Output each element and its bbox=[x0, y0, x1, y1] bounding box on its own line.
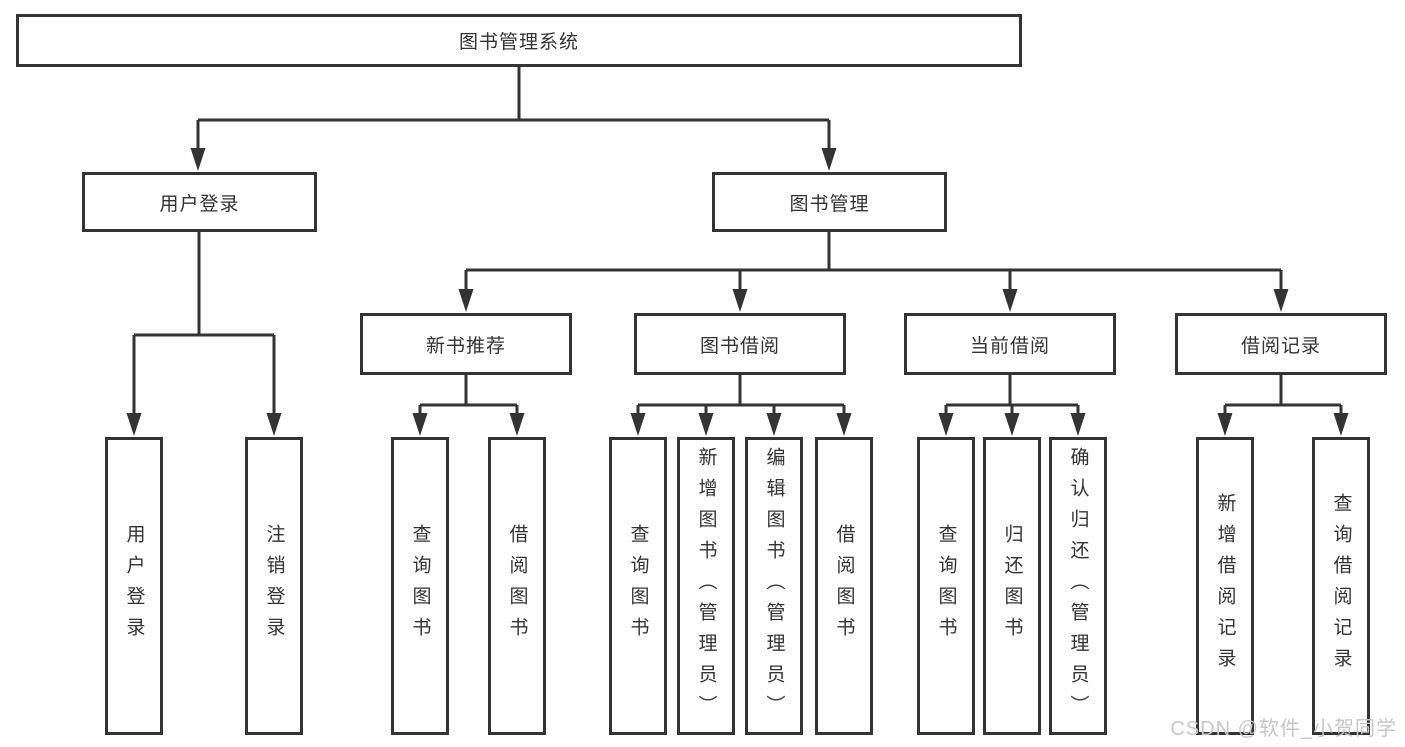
node-user-login-label: 用户登录 bbox=[159, 193, 240, 215]
leaf-borrowing-add-book: 新增图书（管理员） bbox=[677, 437, 735, 735]
node-borrowing-records-label: 借阅记录 bbox=[1240, 335, 1321, 357]
node-user-login: 用户登录 bbox=[82, 172, 317, 232]
leaf-current-confirm-return-label: 确认归还（管理员） bbox=[1067, 446, 1089, 726]
leaf-borrowing-query-book: 查询图书 bbox=[609, 437, 667, 735]
node-current-borrowing: 当前借阅 bbox=[904, 313, 1116, 375]
leaf-logout: 注销登录 bbox=[245, 437, 303, 735]
leaf-borrowing-query-book-label: 查询图书 bbox=[627, 524, 649, 648]
leaf-newbook-borrow-book-label: 借阅图书 bbox=[506, 524, 528, 648]
node-book-management-label: 图书管理 bbox=[789, 193, 870, 215]
leaf-current-return-book: 归还图书 bbox=[983, 437, 1041, 735]
leaf-user-login-label: 用户登录 bbox=[123, 524, 145, 648]
leaf-user-login: 用户登录 bbox=[105, 437, 163, 735]
leaf-borrowing-borrow-book-label: 借阅图书 bbox=[833, 524, 855, 648]
node-new-book-recommend: 新书推荐 bbox=[360, 313, 572, 375]
leaf-newbook-query-book: 查询图书 bbox=[391, 437, 449, 735]
leaf-newbook-borrow-book: 借阅图书 bbox=[488, 437, 546, 735]
leaf-current-confirm-return: 确认归还（管理员） bbox=[1049, 437, 1107, 735]
leaf-current-query-book-label: 查询图书 bbox=[935, 524, 957, 648]
node-book-borrowing-label: 图书借阅 bbox=[699, 335, 780, 357]
leaf-current-return-book-label: 归还图书 bbox=[1001, 524, 1023, 648]
node-root-label: 图书管理系统 bbox=[458, 32, 579, 53]
leaf-records-add-record-label: 新增借阅记录 bbox=[1214, 493, 1236, 679]
node-book-management: 图书管理 bbox=[712, 172, 947, 232]
leaf-borrowing-edit-book-label: 编辑图书（管理员） bbox=[763, 446, 785, 726]
leaf-records-add-record: 新增借阅记录 bbox=[1196, 437, 1254, 735]
node-book-borrowing: 图书借阅 bbox=[634, 313, 846, 375]
leaf-logout-label: 注销登录 bbox=[263, 524, 285, 648]
node-root: 图书管理系统 bbox=[16, 14, 1022, 67]
node-new-book-recommend-label: 新书推荐 bbox=[425, 335, 506, 357]
leaf-newbook-query-book-label: 查询图书 bbox=[409, 524, 431, 648]
leaf-borrowing-borrow-book: 借阅图书 bbox=[815, 437, 873, 735]
node-borrowing-records: 借阅记录 bbox=[1175, 313, 1387, 375]
csdn-watermark: CSDN @软件_小贺同学 bbox=[1170, 718, 1397, 740]
leaf-records-query-record-label: 查询借阅记录 bbox=[1330, 493, 1352, 679]
node-current-borrowing-label: 当前借阅 bbox=[969, 335, 1050, 357]
leaf-current-query-book: 查询图书 bbox=[917, 437, 975, 735]
leaf-borrowing-edit-book: 编辑图书（管理员） bbox=[745, 437, 803, 735]
leaf-records-query-record: 查询借阅记录 bbox=[1312, 437, 1370, 735]
leaf-borrowing-add-book-label: 新增图书（管理员） bbox=[695, 446, 717, 726]
